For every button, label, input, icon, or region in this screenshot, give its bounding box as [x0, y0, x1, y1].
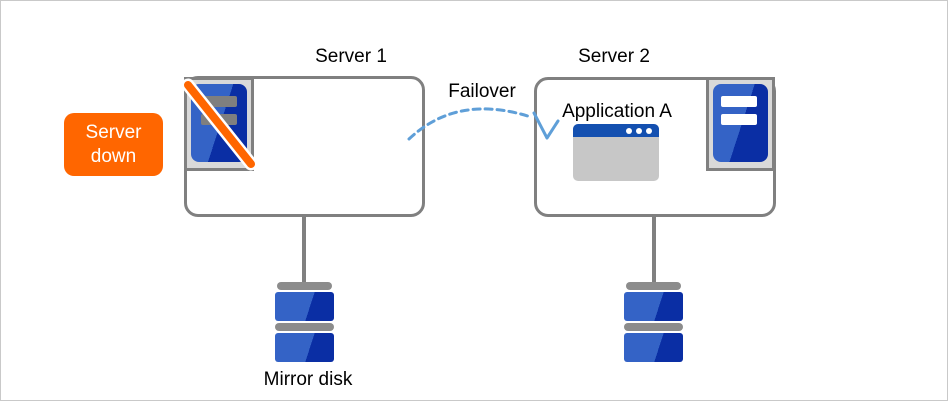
server1-label: Server 1	[315, 46, 387, 67]
disk-cap	[626, 282, 681, 290]
disk-platter	[624, 292, 683, 321]
disk-platter	[275, 292, 334, 321]
disk-platter	[275, 333, 334, 362]
server1-icon-tile	[184, 77, 254, 171]
application-label: Application A	[562, 101, 672, 122]
failed-server-icon	[191, 84, 247, 162]
app-window-body	[573, 137, 659, 181]
disk-cap	[277, 282, 332, 290]
server2-label: Server 2	[578, 46, 650, 67]
window-dot-icon	[636, 127, 642, 134]
disk-platter	[624, 333, 683, 362]
server-bar-icon	[201, 114, 237, 125]
server2-disk-connector	[652, 215, 656, 283]
failover-arrow-curve	[407, 107, 533, 141]
server2-box: Application A	[534, 77, 776, 217]
server1-disk-connector	[302, 215, 306, 283]
app-window-titlebar	[573, 124, 659, 137]
mirror-disk-icon-left	[275, 282, 334, 362]
window-dot-icon	[646, 127, 652, 134]
window-dot-icon	[626, 127, 632, 134]
server-down-badge: Server down	[64, 113, 163, 176]
server2-icon-tile	[706, 77, 775, 171]
server-bar-icon	[201, 96, 237, 107]
mirror-disk-label: Mirror disk	[263, 369, 353, 390]
server-bar-icon	[721, 114, 757, 125]
active-server-icon	[713, 84, 768, 162]
disk-cap	[275, 323, 334, 331]
failover-label: Failover	[448, 81, 516, 102]
app-window-icon	[573, 124, 659, 181]
mirror-disk-icon-right	[624, 282, 683, 362]
disk-cap	[624, 323, 683, 331]
server-bar-icon	[721, 96, 757, 107]
